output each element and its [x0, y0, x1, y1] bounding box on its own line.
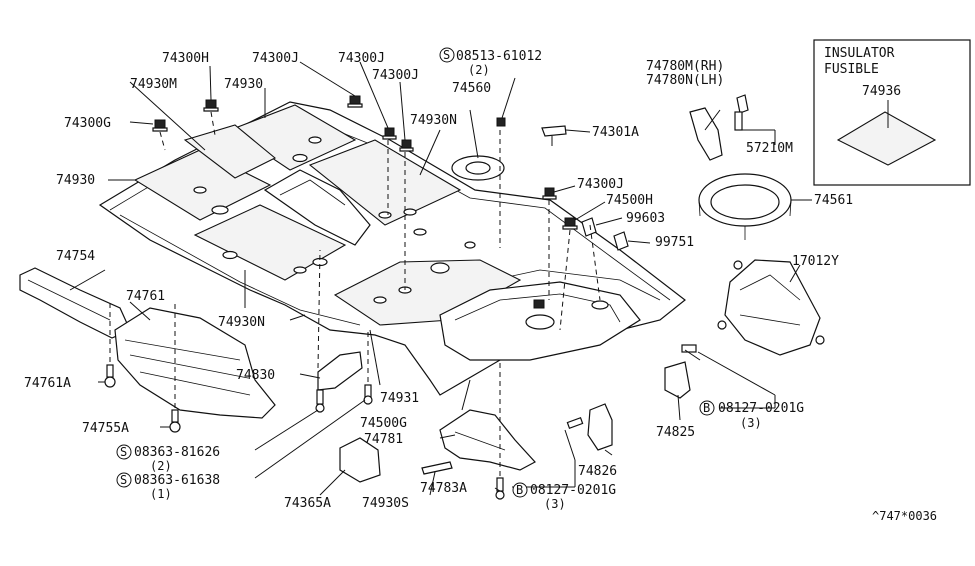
- label-74930-a: 74930: [224, 77, 263, 92]
- symbol-b-08127-b: B: [703, 401, 710, 415]
- label-08127-a-qty: (3): [544, 497, 566, 511]
- part-74781: [439, 409, 536, 471]
- label-74930m: 74930M: [130, 77, 177, 92]
- label-08513: 08513-61012: [456, 49, 542, 64]
- label-74300j-c: 74300J: [372, 68, 419, 83]
- label-74300j-d: 74300J: [577, 177, 624, 192]
- label-74825: 74825: [656, 425, 695, 440]
- label-74781: 74781: [364, 432, 403, 447]
- part-74365a: [339, 437, 381, 483]
- label-74560: 74560: [452, 81, 491, 96]
- label-74930s: 74930S: [362, 496, 409, 511]
- circled-symbols: S S S B B: [116, 47, 715, 498]
- label-74930-b: 74930: [56, 173, 95, 188]
- label-74780m: 74780M(RH): [646, 59, 724, 74]
- label-99603: 99603: [626, 211, 665, 226]
- label-17012y: 17012Y: [792, 254, 839, 269]
- label-74783a: 74783A: [420, 481, 467, 496]
- symbol-s-08513: S: [443, 48, 450, 62]
- part-57210m-clip: [736, 94, 749, 114]
- insulator-title-line2: FUSIBLE: [824, 62, 879, 77]
- symbol-s-08363-81626: S: [120, 445, 127, 459]
- label-74365a: 74365A: [284, 496, 331, 511]
- label-57210m: 57210M: [746, 141, 793, 156]
- part-74825: [664, 361, 691, 399]
- label-74930n-a: 74930N: [410, 113, 457, 128]
- label-74300g: 74300G: [64, 116, 111, 131]
- label-08363-61638-qty: (1): [150, 487, 172, 501]
- part-74301a: [541, 125, 567, 137]
- label-08363-81626-qty: (2): [150, 459, 172, 473]
- label-08127-b-qty: (3): [740, 416, 762, 430]
- label-74830: 74830: [236, 368, 275, 383]
- label-74761: 74761: [126, 289, 165, 304]
- label-74300j-b: 74300J: [338, 51, 385, 66]
- label-74300h: 74300H: [162, 51, 209, 66]
- part-74930s: [421, 461, 453, 475]
- assembly-dash-lines: [109, 111, 601, 476]
- label-74300j-a: 74300J: [252, 51, 299, 66]
- label-74561: 74561: [814, 193, 853, 208]
- label-08513-qty: (2): [468, 63, 490, 77]
- part-labels: 74300H 74300J 74300J 74300J 08513-61012 …: [24, 46, 937, 523]
- label-74301a: 74301A: [592, 125, 639, 140]
- label-74936: 74936: [862, 84, 901, 99]
- label-08127-b: 08127-0201G: [718, 401, 804, 416]
- symbol-b-08127-a: B: [516, 483, 523, 497]
- floor-panel: [98, 101, 686, 396]
- label-74826: 74826: [578, 464, 617, 479]
- part-74560: [451, 155, 505, 181]
- label-99751: 99751: [655, 235, 694, 250]
- label-74761a: 74761A: [24, 376, 71, 391]
- part-17012y: [724, 259, 821, 356]
- label-74780n: 74780N(LH): [646, 73, 724, 88]
- part-74826: [587, 403, 613, 451]
- label-74930n-b: 74930N: [218, 315, 265, 330]
- symbol-s-08363-61638: S: [120, 473, 127, 487]
- insulator-title-line1: INSULATOR: [824, 46, 895, 61]
- insulator-pad: [836, 111, 937, 166]
- leader-lines: [69, 61, 812, 496]
- label-74500h: 74500H: [606, 193, 653, 208]
- label-74754: 74754: [56, 249, 95, 264]
- label-08363-61638: 08363-61638: [134, 473, 220, 488]
- label-08127-a: 08127-0201G: [530, 483, 616, 498]
- label-74931: 74931: [380, 391, 419, 406]
- label-74500g: 74500G: [360, 416, 407, 431]
- part-74830: [317, 351, 363, 391]
- grommets: [152, 95, 578, 309]
- label-74755a: 74755A: [82, 421, 129, 436]
- footer-code: ^747*0036: [872, 509, 937, 523]
- part-74561: [698, 173, 792, 240]
- part-74780: [689, 107, 723, 161]
- part-74761: [114, 307, 276, 419]
- label-08363-81626: 08363-81626: [134, 445, 220, 460]
